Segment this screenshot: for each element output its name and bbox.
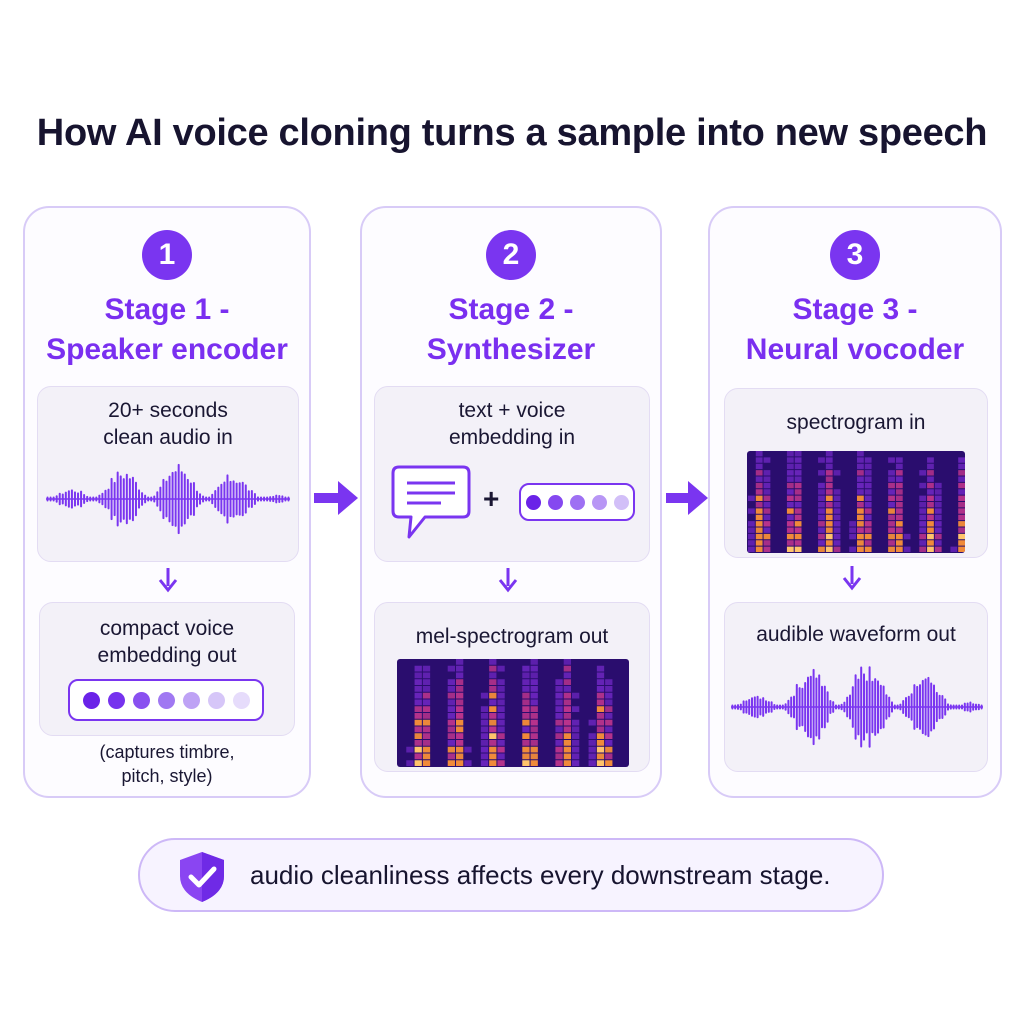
stage-3-output-label: audible waveform out xyxy=(756,623,956,646)
stage-3-number-badge: 3 xyxy=(830,230,880,280)
stage-2-title-line2: Synthesizer xyxy=(426,333,596,366)
stage-2-title: Stage 2 - Synthesizer xyxy=(362,290,660,370)
stage-3-input-label: spectrogram in xyxy=(786,411,926,434)
embedding-dot xyxy=(132,691,150,709)
embedding-dot xyxy=(591,494,607,510)
stage-2-title-line1: Stage 2 - xyxy=(448,293,574,326)
embedding-dot xyxy=(613,494,629,510)
callout-banner: audio cleanliness affects every downstre… xyxy=(138,838,884,912)
mel-spectrogram-image xyxy=(397,659,629,767)
embedding-dot xyxy=(547,494,563,510)
voice-embedding-pill xyxy=(519,483,635,521)
waveform-icon xyxy=(731,666,983,748)
stage-3-output-box: audible waveform out xyxy=(724,602,988,772)
voice-embedding-pill xyxy=(68,679,264,721)
stage-2-output-box: mel-spectrogram out xyxy=(374,602,650,772)
stage-1-note: (captures timbre, pitch, style) xyxy=(25,740,309,788)
stage-3-title-line1: Stage 3 - xyxy=(792,293,918,326)
stage-2-card: 2 Stage 2 - Synthesizer text + voice emb… xyxy=(360,206,662,798)
stage-1-number-badge: 1 xyxy=(142,230,192,280)
arrow-right-icon xyxy=(314,481,358,515)
embedding-dot xyxy=(182,691,200,709)
stage-1-input-box: 20+ seconds clean audio in xyxy=(37,386,299,562)
stage-1-input-label-line1: 20+ seconds xyxy=(108,399,228,422)
stage-1-note-line2: pitch, style) xyxy=(121,766,213,786)
embedding-dot xyxy=(157,691,175,709)
stage-1-input-label: 20+ seconds clean audio in xyxy=(38,397,298,451)
spectrogram-image xyxy=(747,451,965,553)
stage-1-card: 1 Stage 1 - Speaker encoder 20+ seconds … xyxy=(23,206,311,798)
stage-1-output-label-line1: compact voice xyxy=(99,617,235,640)
embedding-dot xyxy=(82,691,100,709)
stage-1-title-line1: Stage 1 - xyxy=(104,293,230,326)
embedding-dot xyxy=(569,494,585,510)
shield-check-icon xyxy=(180,852,224,902)
stage-1-input-label-line2: clean audio in xyxy=(103,426,233,449)
embedding-dot xyxy=(207,691,225,709)
plus-sign: + xyxy=(483,483,500,514)
page-title: How AI voice cloning turns a sample into… xyxy=(36,112,988,154)
stage-3-title-line2: Neural vocoder xyxy=(745,333,965,366)
chat-bubble-icon xyxy=(391,465,471,539)
stage-1-output-label: compact voice embedding out xyxy=(40,615,294,669)
stage-1-title-line2: Speaker encoder xyxy=(46,333,288,366)
stage-3-input-box: spectrogram in xyxy=(724,388,988,558)
embedding-dot xyxy=(232,691,250,709)
stage-2-number-badge: 2 xyxy=(486,230,536,280)
stage-2-input-label-line2: embedding in xyxy=(448,426,576,449)
stage-3-card: 3 Stage 3 - Neural vocoder spectrogram i… xyxy=(708,206,1002,798)
arrow-down-icon xyxy=(158,568,178,593)
stage-1-note-line1: (captures timbre, xyxy=(99,742,235,762)
waveform-icon xyxy=(46,463,290,535)
embedding-dot xyxy=(107,691,125,709)
arrow-right-icon xyxy=(666,481,708,515)
stage-1-title: Stage 1 - Speaker encoder xyxy=(25,290,309,370)
arrow-down-icon xyxy=(498,568,518,593)
stage-2-input-box: text + voice embedding in + xyxy=(374,386,650,562)
stage-2-input-label-line1: text + voice xyxy=(458,399,566,422)
callout-text: audio cleanliness affects every downstre… xyxy=(250,860,831,890)
stage-2-output-label: mel-spectrogram out xyxy=(415,625,609,648)
stage-3-title: Stage 3 - Neural vocoder xyxy=(710,290,1000,370)
stage-1-output-box: compact voice embedding out xyxy=(39,602,295,736)
stage-2-input-label: text + voice embedding in xyxy=(375,397,649,451)
arrow-down-icon xyxy=(842,566,862,591)
embedding-dot xyxy=(525,494,541,510)
stage-1-output-label-line2: embedding out xyxy=(97,644,237,667)
